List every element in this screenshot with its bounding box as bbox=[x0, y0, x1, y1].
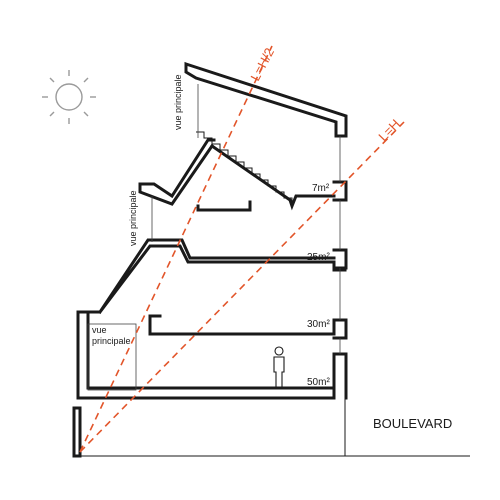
ray-full-label: L=H bbox=[375, 116, 403, 144]
area-label-25: 25m² bbox=[307, 252, 330, 263]
person-figure bbox=[273, 346, 285, 389]
building-outer-envelope bbox=[76, 238, 347, 400]
view-label-middle: vue principale bbox=[128, 190, 138, 246]
basement-left-wall bbox=[72, 406, 82, 458]
roof bbox=[184, 61, 348, 138]
area-label-30: 30m² bbox=[307, 319, 330, 330]
upper-bay-wall bbox=[138, 138, 216, 206]
view-label-lower-2: principale bbox=[92, 336, 131, 346]
lower-view-frame bbox=[87, 323, 137, 391]
ray-half-label: L=H/2 bbox=[247, 45, 277, 83]
stair-stringer bbox=[209, 143, 336, 211]
floor-25m2 bbox=[332, 248, 348, 270]
mezzanine-ledge bbox=[196, 200, 252, 212]
ray-half bbox=[79, 45, 273, 453]
view-label-upper: vue principale bbox=[173, 74, 183, 130]
street-label: BOULEVARD bbox=[373, 416, 452, 431]
area-label-7: 7m² bbox=[312, 183, 330, 194]
sun-icon bbox=[42, 70, 96, 124]
area-label-50: 50m² bbox=[307, 377, 330, 388]
floor-50m2 bbox=[76, 310, 348, 400]
ray-full bbox=[79, 121, 405, 453]
view-label-lower-1: vue bbox=[92, 325, 107, 335]
